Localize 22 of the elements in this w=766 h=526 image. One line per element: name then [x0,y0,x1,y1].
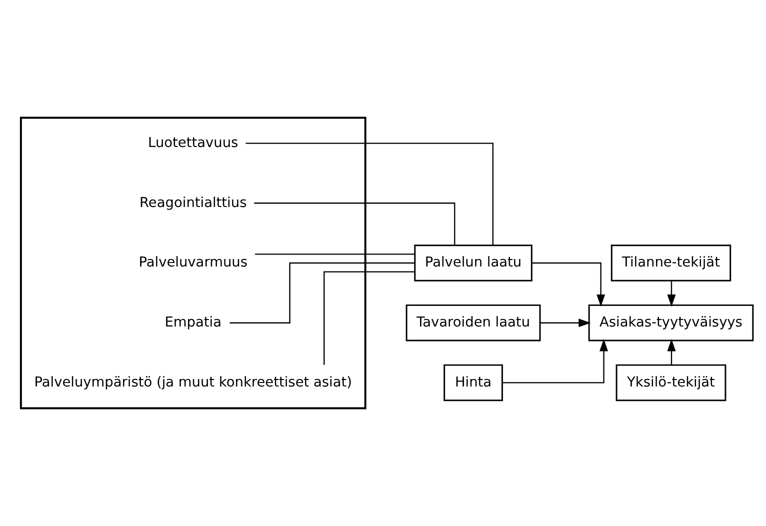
connector [230,262,415,324]
node-box: Yksilö-tekijät [616,364,726,402]
connector [254,254,414,255]
connector [324,271,415,365]
node-box: Palvelun laatu [414,244,532,282]
node-text: Palveluvarmuus [138,254,248,271]
node-box: Asiakas-tyytyväisyys [588,304,754,342]
connector [254,202,456,246]
arrow [540,318,591,328]
cluster [20,116,366,410]
node-box: Tilanne-tekijät [610,244,732,282]
arrow [502,339,608,384]
node-text: Empatia [164,314,222,330]
node-text: Luotettavuus [148,134,238,151]
arrow [667,339,676,365]
node-box: Tavaroiden laatu [406,304,541,342]
connector [246,142,494,246]
node-text: Reagointialttius [140,194,247,211]
arrow [667,280,676,307]
node-box: Hinta [444,364,503,402]
node-text: Palveluympäristö (ja muut konkreettiset asiat) [34,374,352,390]
arrow [532,262,606,307]
